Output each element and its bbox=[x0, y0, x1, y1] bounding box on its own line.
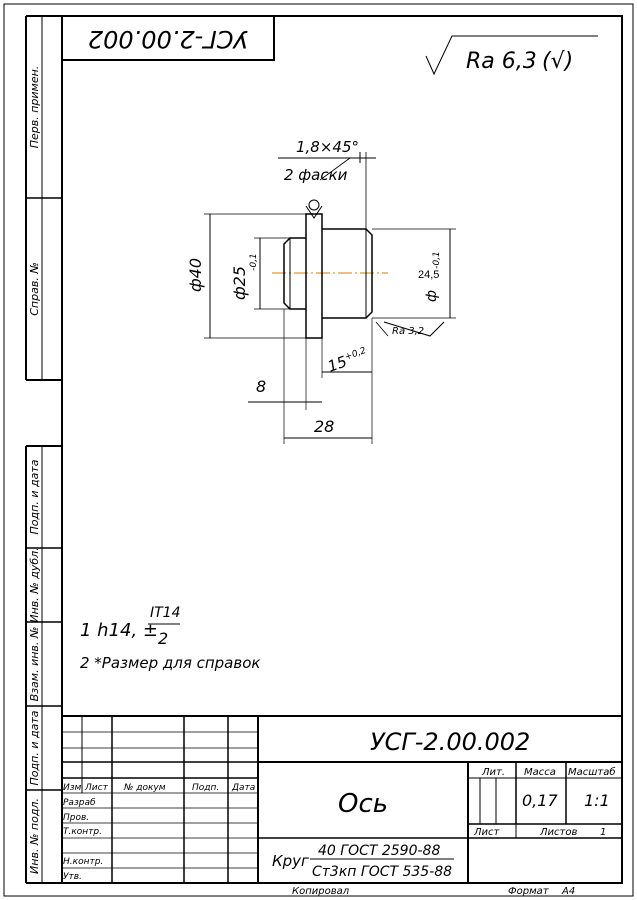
dim-chamfer-note: 2 фаски bbox=[284, 166, 348, 184]
title-block: Изм Лист № докум Подп. Дата Разраб Пров.… bbox=[62, 715, 622, 897]
tb-sheet-label: Лист bbox=[473, 827, 501, 838]
tb-nkontr: Н.контр. bbox=[63, 857, 103, 867]
roughness-symbol: Ra 6,3 (√) bbox=[425, 35, 598, 76]
tb-code: УСГ-2.00.002 bbox=[370, 728, 530, 756]
tb-sheets-label: Листов bbox=[539, 827, 577, 838]
tb-utv: Утв. bbox=[63, 872, 82, 882]
note-1-den: 2 bbox=[158, 629, 168, 648]
side-label-podp1: Подп. и дата bbox=[28, 459, 41, 534]
tb-name: Ось bbox=[338, 789, 388, 819]
note-1: 1 h14, ± bbox=[80, 620, 158, 641]
tb-col-date: Дата bbox=[231, 783, 255, 793]
tb-tkontr: Т.контр. bbox=[63, 827, 102, 837]
outer-frame bbox=[3, 3, 634, 897]
tb-format-label: Формат bbox=[508, 886, 550, 897]
roughness-general-text: Ra 6,3 bbox=[466, 49, 537, 74]
tb-massa: Масса bbox=[524, 767, 556, 778]
side-label-inv-dubl: Инв. № дубл. bbox=[28, 547, 41, 622]
dim-d245: 24,5 bbox=[418, 269, 439, 281]
part-view: 1,8×45° 2 фаски ф40 ф25 -0,1 24,5 ф -0,1… bbox=[186, 138, 456, 444]
tb-col-sign: Подп. bbox=[192, 783, 219, 793]
note-2: 2 *Размер для справок bbox=[80, 654, 260, 672]
tb-scale-value: 1:1 bbox=[584, 791, 610, 810]
dim-d25-tol: -0,1 bbox=[249, 253, 259, 271]
tb-sheets-count: 1 bbox=[600, 827, 606, 838]
dim-d25: ф25 bbox=[230, 266, 249, 300]
tb-prov: Пров. bbox=[63, 813, 89, 823]
side-label-inv-podl: Инв. № подл. bbox=[28, 798, 41, 874]
tb-col-list: Лист bbox=[84, 783, 109, 793]
side-label-vzam: Взам. инв. № bbox=[28, 627, 41, 702]
top-stamp-code: УСГ-2.00.002 bbox=[88, 25, 248, 53]
dim-d245-prefix: ф bbox=[424, 290, 440, 302]
dim-d40: ф40 bbox=[186, 258, 205, 292]
tb-col-doc: № докум bbox=[123, 783, 166, 793]
side-label-podp2: Подп. и дата bbox=[28, 710, 41, 785]
tb-col-izm: Изм bbox=[63, 783, 82, 793]
dim-len28: 28 bbox=[314, 417, 334, 436]
tb-copied: Копировал bbox=[292, 886, 350, 897]
tb-mass-value: 0,17 bbox=[522, 791, 558, 810]
top-stamp-box bbox=[61, 15, 275, 61]
tb-material-line2: Ст3кп ГОСТ 535-88 bbox=[312, 864, 452, 880]
side-label-perv: Перв. примен. bbox=[28, 66, 41, 149]
dim-len15: 15 bbox=[325, 352, 349, 375]
inner-frame bbox=[61, 15, 623, 884]
tb-masshtab: Масштаб bbox=[568, 766, 616, 778]
dim-len8: 8 bbox=[256, 377, 266, 396]
dim-roughness-face: Ra 3,2 bbox=[392, 326, 424, 337]
tb-material-line1: 40 ГОСТ 2590-88 bbox=[318, 843, 440, 859]
side-label-sprav: Справ. № bbox=[28, 262, 41, 316]
roughness-general-mark: (√) bbox=[542, 49, 573, 74]
note-1-num: IT14 bbox=[150, 605, 181, 621]
tb-razrab: Разраб bbox=[63, 798, 96, 808]
tb-lit: Лит. bbox=[481, 767, 505, 778]
dim-chamfer: 1,8×45° bbox=[296, 138, 359, 156]
tb-format-value: А4 bbox=[561, 886, 575, 897]
dim-d245-tol: -0,1 bbox=[432, 251, 442, 269]
tb-material-prefix: Круг bbox=[272, 852, 309, 870]
dim-len15-tol: +0,2 bbox=[344, 346, 368, 363]
